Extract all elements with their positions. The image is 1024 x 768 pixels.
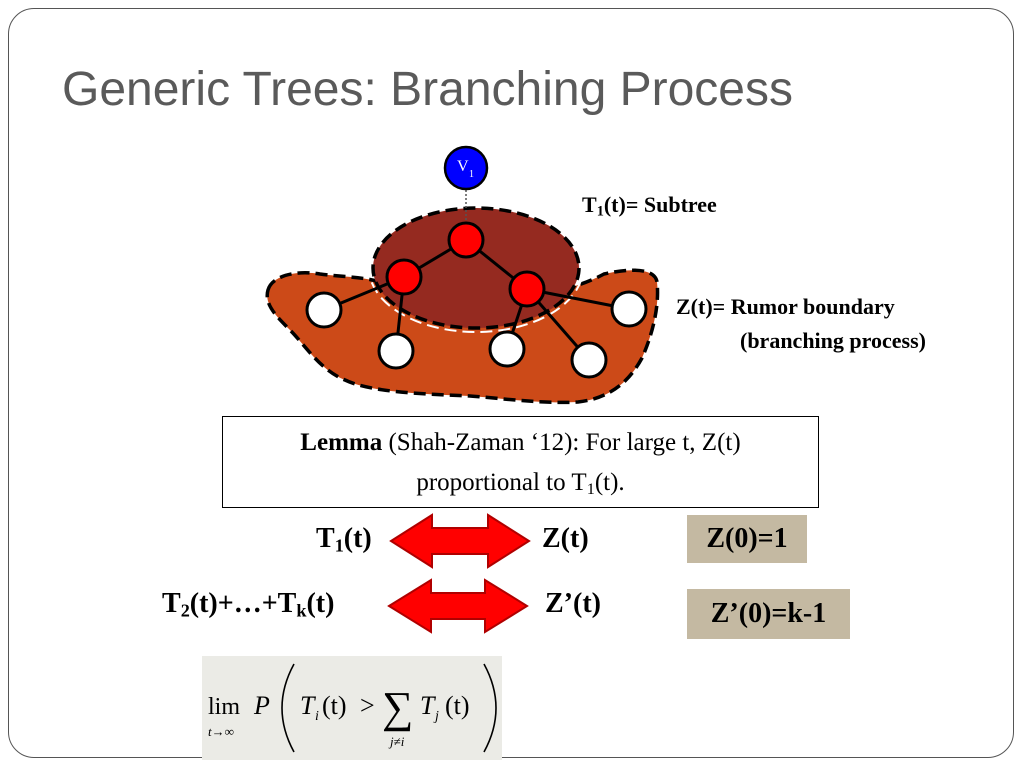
svg-text:t→∞: t→∞ [208,724,234,739]
svg-text:(t): (t) [322,691,347,720]
svg-text:(t): (t) [445,691,470,720]
root-node-label: V [457,158,469,175]
double-arrow-1 [389,513,531,569]
boundary-label-line2: (branching process) [740,328,926,353]
probability-formula: lim t→∞ P T i (t) > ∑ j≠i T j (t) [202,656,502,760]
lemma-box: Lemma (Shah-Zaman ‘12): For large t, Z(t… [222,416,819,508]
svg-text:j≠i: j≠i [388,734,405,749]
root-node-sub: 1 [469,169,474,180]
row1-right-label: Z(t) [542,523,589,554]
svg-text:i: i [315,709,319,724]
svg-text:∑: ∑ [382,683,413,732]
row2-left-label: T2(t)+…+Tk(t) [162,588,335,621]
boundary-node [305,291,343,329]
row1-left-label: T1(t) [316,523,372,556]
subtree-node-left [385,258,423,296]
boundary-node [488,330,526,368]
subtree-label: T1(t)= Subtree [582,192,717,220]
slide-title: Generic Trees: Branching Process [62,63,793,116]
row2-right-label: Z’(t) [545,588,601,619]
svg-text:lim: lim [208,694,240,720]
svg-text:P: P [253,691,270,720]
subtree-node-right [508,270,546,308]
svg-text:T: T [300,691,316,720]
svg-text:j: j [433,709,439,724]
lemma-bold: Lemma [300,429,383,456]
svg-text:T: T [420,691,436,720]
slide-frame [8,8,1014,758]
double-arrow-2 [387,578,529,634]
root-node-v1 [443,145,489,191]
subtree-white-halo [368,203,584,333]
subtree-root-node [447,221,485,259]
formula-svg: lim t→∞ P T i (t) > ∑ j≠i T j (t) [208,663,497,753]
svg-text:>: > [360,691,375,720]
boundary-node [610,290,648,328]
boundary-label-line1: Z(t)= Rumor boundary [676,294,895,319]
z0-prime-box: Z’(0)=k-1 [687,589,850,639]
boundary-node [570,341,608,379]
boundary-node [377,332,415,370]
z0-box: Z(0)=1 [687,515,807,563]
